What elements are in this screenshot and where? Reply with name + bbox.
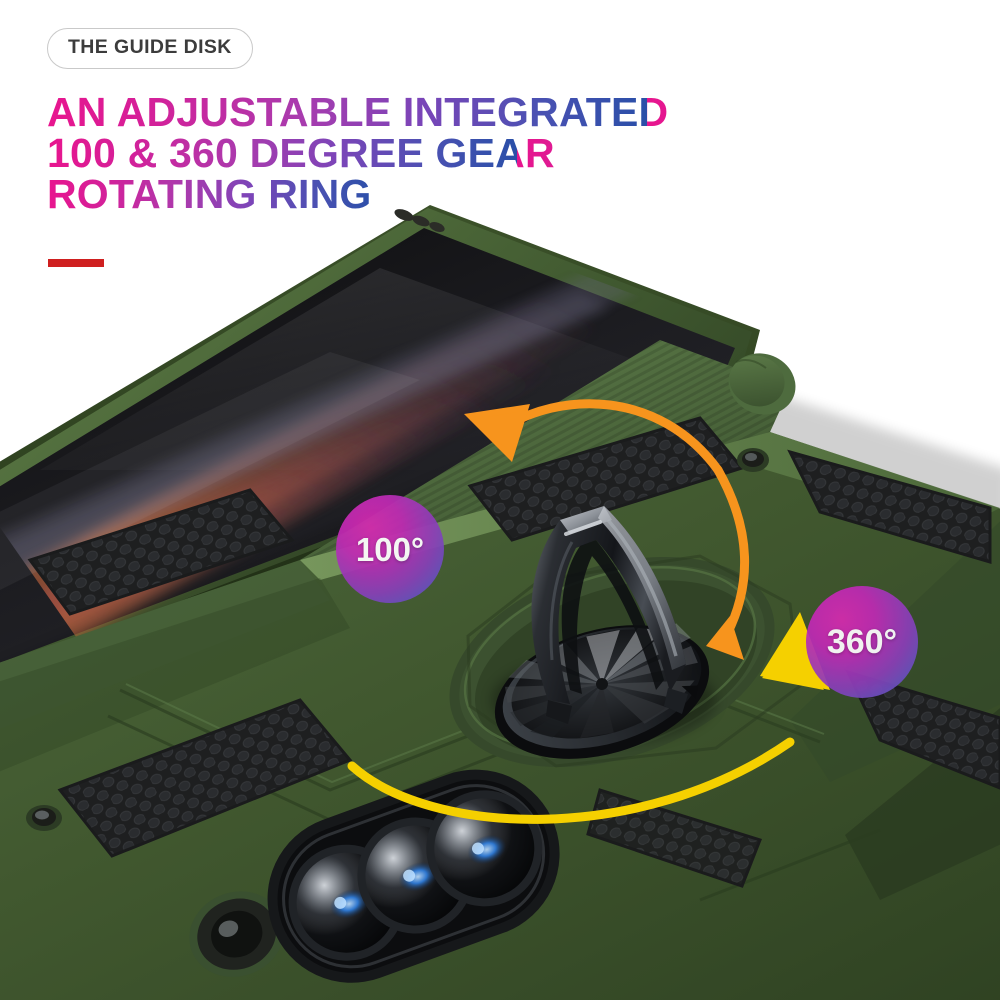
- guide-disk-badge: THE GUIDE DISK: [47, 28, 253, 69]
- headline: AN ADJUSTABLE INTEGRATED 100 & 360 DEGRE…: [47, 92, 767, 215]
- callout-badge-100-degree: 100°: [336, 495, 444, 603]
- side-button-covers: [394, 209, 445, 233]
- ring-kickstand: [492, 506, 716, 759]
- grip-panels: [27, 416, 1000, 888]
- headline-line-1: AN ADJUSTABLE INTEGRATED: [47, 92, 767, 133]
- headline-line-2: 100 & 360 DEGREE GEAR: [47, 133, 767, 174]
- camera-module: [189, 769, 560, 983]
- ring-arm: [531, 506, 688, 724]
- case-port-details: [26, 448, 769, 831]
- headline-line-3: ROTATING RING: [47, 174, 767, 215]
- tilt-arrow-100: [464, 399, 749, 660]
- accent-bar: [48, 259, 104, 267]
- callout-badge-360-degree: 360°: [806, 586, 918, 698]
- rotation-arrow-360: [347, 612, 830, 824]
